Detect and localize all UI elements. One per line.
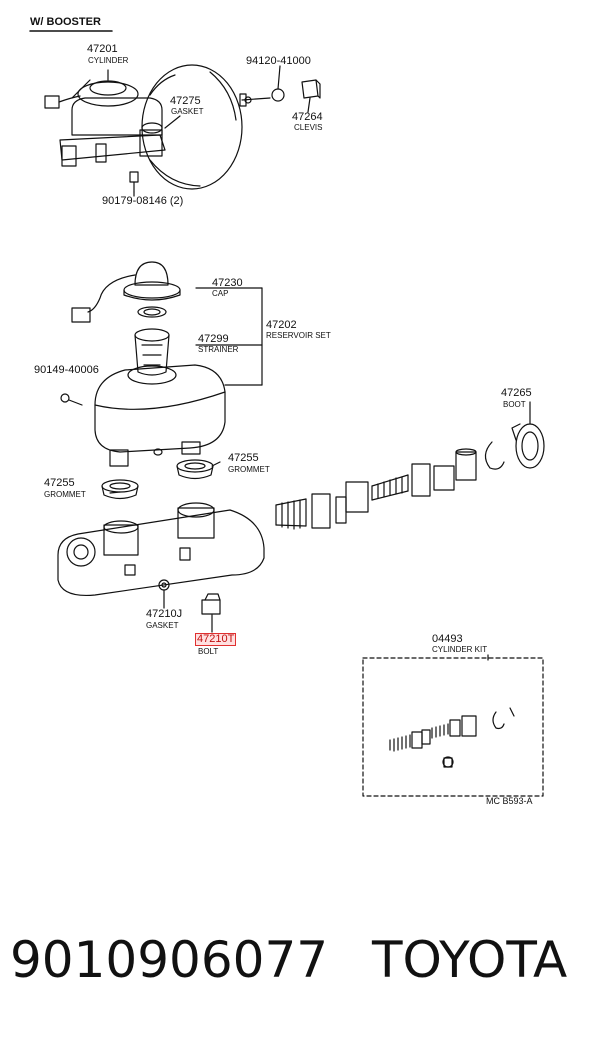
cylinder-body [57, 502, 265, 597]
label-strainer-number: 47299 [198, 333, 229, 345]
part-number: 9010906077 [10, 931, 329, 989]
brand-name: TOYOTA [372, 931, 568, 989]
label-bolt-number-highlighted[interactable]: 47210T [195, 633, 237, 646]
label-cylinder-number: 47201 [87, 43, 118, 55]
connector-top [44, 95, 81, 109]
label-nut-number: 90179-08146 (2) [102, 195, 184, 207]
label-strainer-name: STRAINER [198, 345, 239, 354]
label-boot-name: BOOT [503, 400, 526, 409]
label-gasket-top-number: 47275 [170, 95, 201, 107]
label-gasket-bottom-name: GASKET [146, 621, 179, 630]
label-clevis-number: 47264 [292, 111, 323, 123]
cylinder-kit-box [362, 657, 544, 797]
kit-piston-assembly [389, 707, 515, 768]
clevis-top [301, 79, 321, 99]
section-title: W/ BOOSTER [30, 16, 101, 28]
reservoir-cap [71, 261, 181, 323]
label-reservoir-number: 47202 [266, 319, 297, 331]
diagram-drawing [29, 30, 545, 797]
product-footer: 9010906077 TOYOTA [0, 925, 600, 995]
label-gasket-bottom-number: 47210J [146, 608, 183, 620]
label-bolt-name: BOLT [198, 647, 219, 656]
label-grommet-right-name: GROMMET [228, 465, 270, 474]
label-grommet-left-name: GROMMET [44, 490, 86, 499]
boot-right [511, 401, 545, 469]
label-cap-name: CAP [212, 289, 229, 298]
label-reservoir-name: RESERVOIR SET [266, 331, 331, 340]
diagram-code: MC B593-A [486, 796, 533, 806]
reservoir-screw [60, 393, 83, 406]
label-cylinder-name: CYLINDER [88, 56, 129, 65]
master-cylinder-top [59, 79, 166, 167]
label-grommet-left-number: 47255 [44, 477, 75, 489]
pin-top [271, 88, 285, 102]
label-cap-number: 47230 [212, 277, 243, 289]
label-gasket-top-name: GASKET [171, 107, 204, 116]
reservoir-gasket-ring [137, 306, 167, 318]
label-clevis-name: CLEVIS [294, 123, 323, 132]
label-boot-number: 47265 [501, 387, 532, 399]
label-screw-number: 90149-40006 [34, 364, 99, 376]
reservoir-strainer [134, 328, 170, 376]
reservoir-tank [94, 364, 226, 467]
piston-assembly [275, 448, 477, 530]
label-pin-number: 94120-41000 [246, 55, 311, 67]
parts-diagram: W/ BOOSTER 47201 CYLINDER 94120-41000 47… [29, 16, 545, 806]
cylinder-bolt [201, 593, 221, 615]
label-kit-number: 04493 [432, 633, 463, 645]
label-kit-name: CYLINDER KIT [432, 645, 488, 654]
grommet-right [176, 459, 214, 480]
label-grommet-right-number: 47255 [228, 452, 259, 464]
nut-top [129, 171, 139, 193]
snap-ring [484, 441, 505, 470]
grommet-left [101, 479, 139, 500]
